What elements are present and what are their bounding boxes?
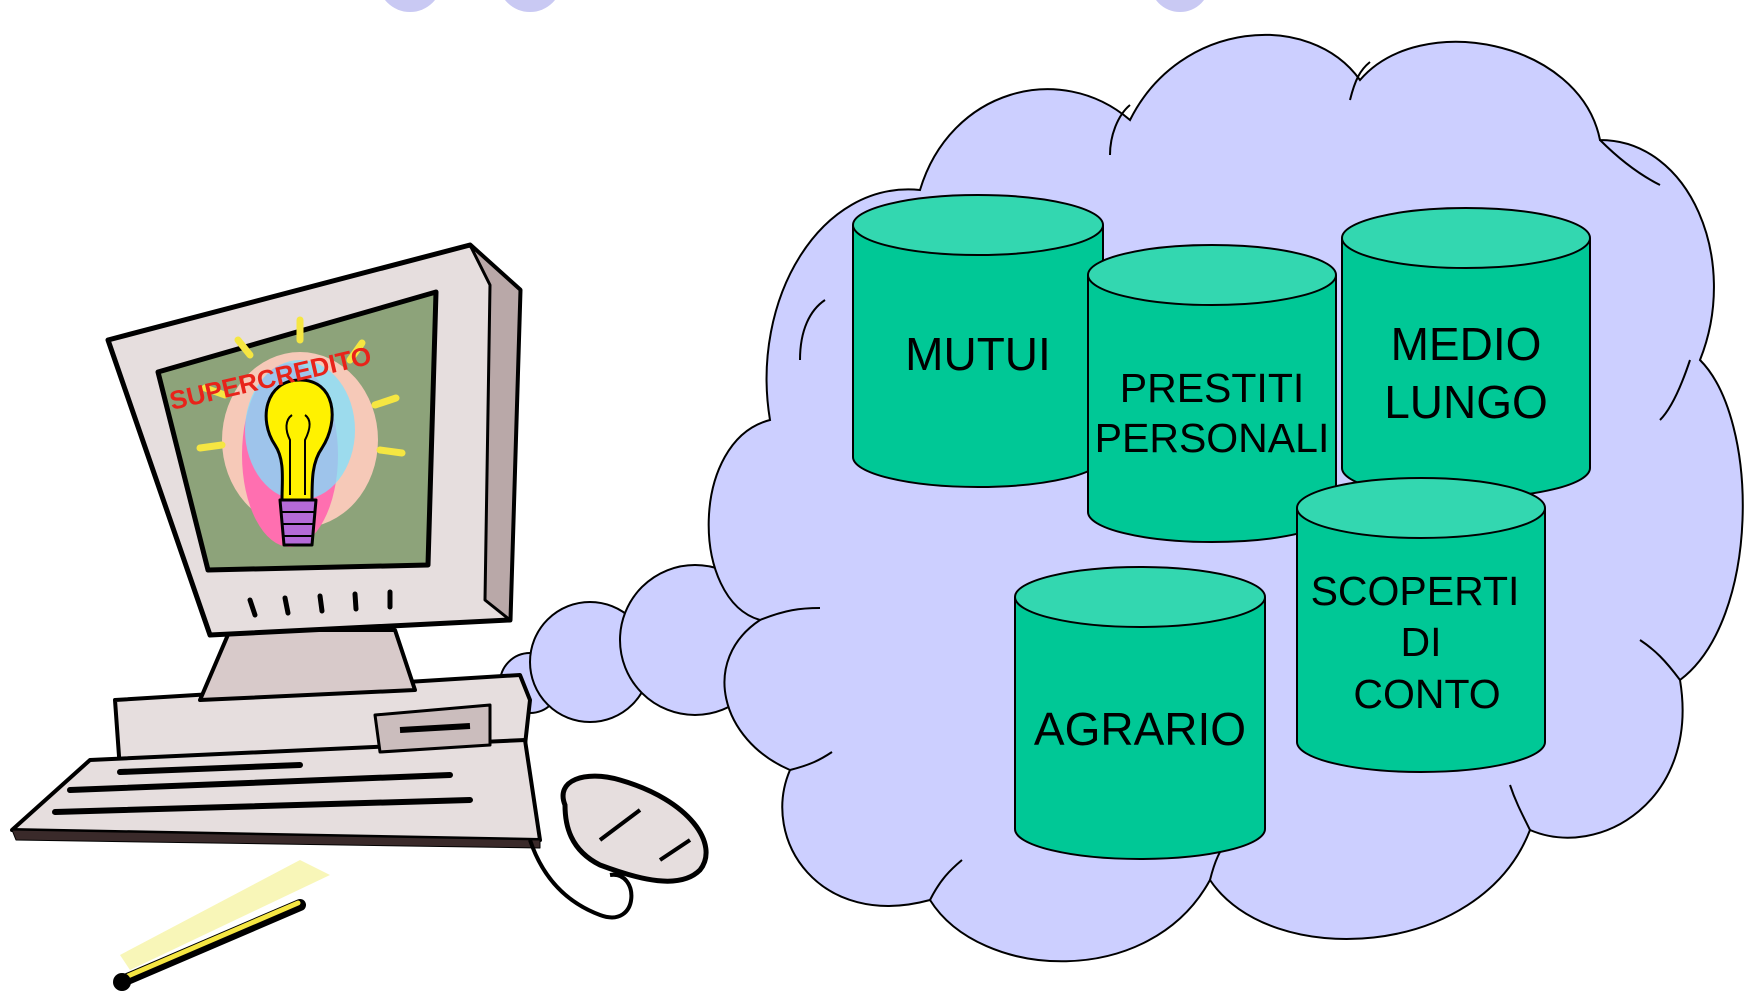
database-label-scoperti: SCOPERTI bbox=[1311, 568, 1520, 614]
database-label-agrario: AGRARIO bbox=[1034, 703, 1246, 755]
pencil-icon bbox=[113, 860, 330, 991]
database-prestiti-personali: PRESTITI PERSONALI bbox=[1087, 244, 1337, 543]
database-label-lungo: LUNGO bbox=[1384, 376, 1548, 428]
computer-icon: SUPERCREDITO bbox=[10, 242, 542, 849]
title-remnant bbox=[385, 0, 1204, 12]
light-bulb-icon bbox=[196, 316, 406, 547]
database-label-prestiti: PRESTITI bbox=[1120, 365, 1305, 411]
database-scoperti-di-conto: SCOPERTI DI CONTO bbox=[1296, 477, 1546, 773]
database-label-mutui: MUTUI bbox=[905, 328, 1051, 380]
database-mutui: MUTUI bbox=[852, 194, 1104, 488]
database-agrario: AGRARIO bbox=[1014, 566, 1266, 860]
database-medio-lungo: MEDIO LUNGO bbox=[1341, 207, 1591, 499]
database-label-conto: CONTO bbox=[1353, 671, 1500, 717]
mouse-icon bbox=[528, 773, 709, 920]
database-label-personali: PERSONALI bbox=[1095, 415, 1330, 461]
database-label-di: DI bbox=[1401, 619, 1442, 665]
database-label-medio: MEDIO bbox=[1391, 318, 1542, 370]
